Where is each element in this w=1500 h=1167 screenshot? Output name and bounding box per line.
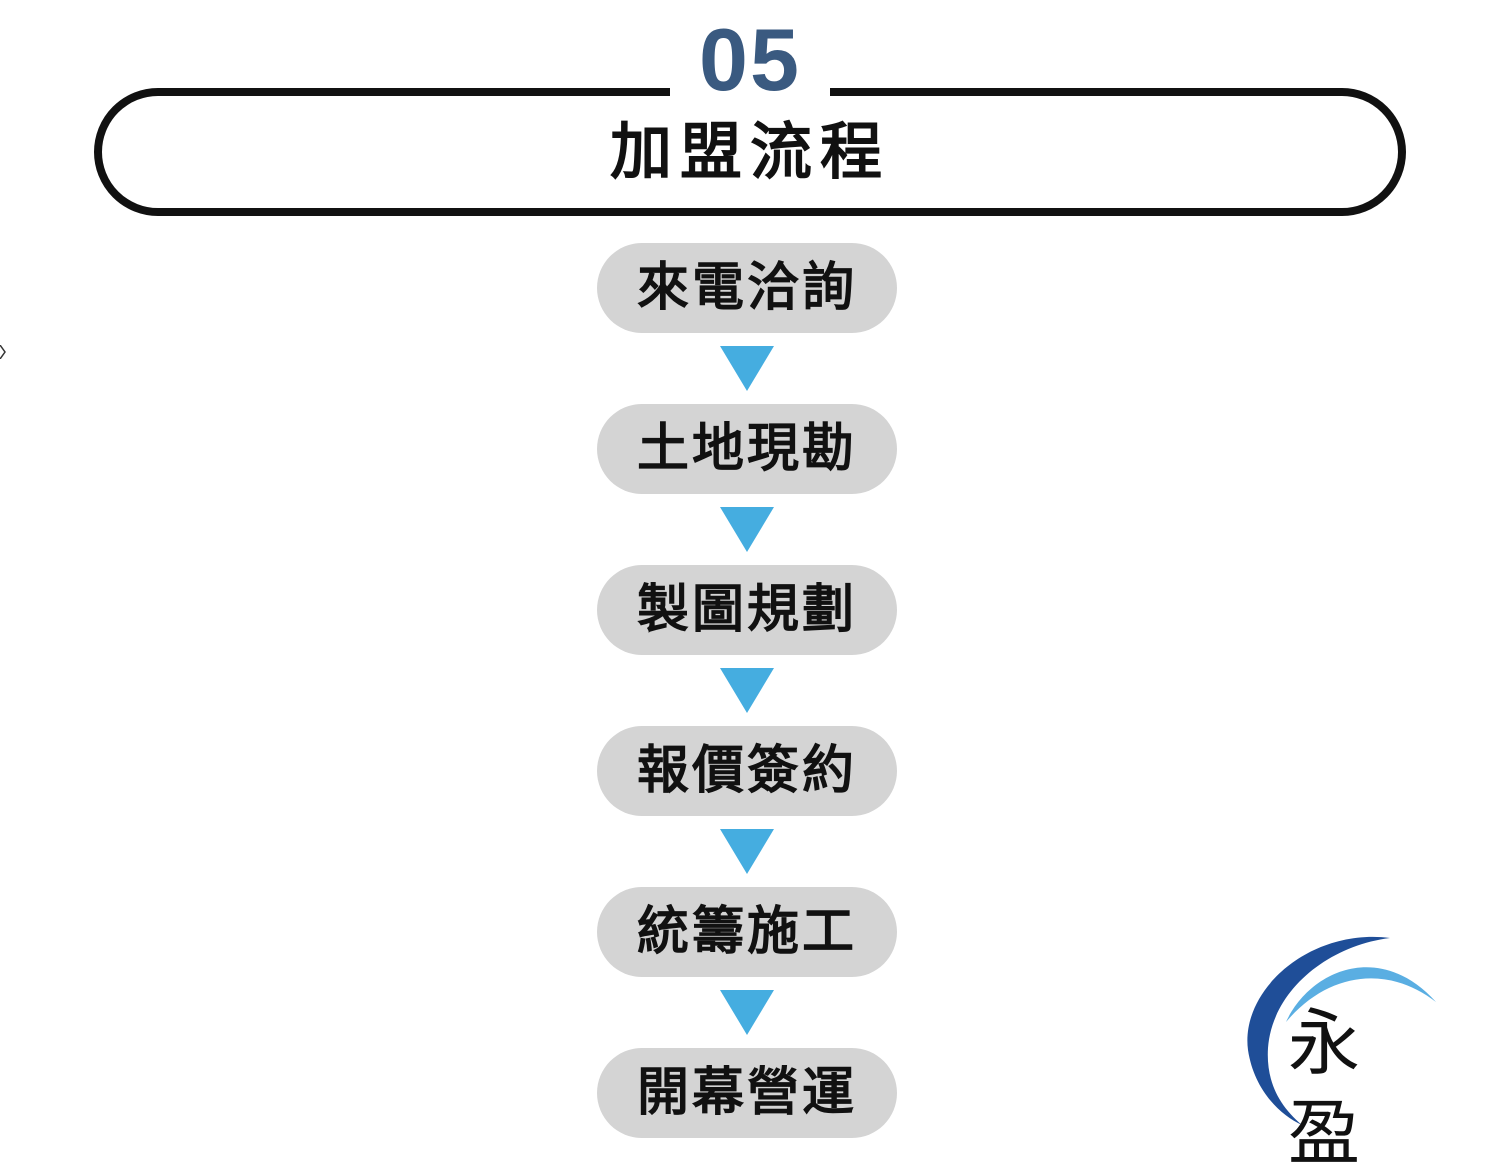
down-arrow-icon: [720, 346, 774, 391]
down-arrow-icon: [720, 668, 774, 713]
logo-arc-icon: [1247, 936, 1436, 1125]
step-site-survey: 土地現勘: [597, 404, 897, 494]
step-quote-contract: 報價簽約: [597, 726, 897, 816]
down-arrow-icon: [720, 990, 774, 1035]
process-flow: 來電洽詢 土地現勘 製圖規劃 報價簽約 統籌施工 開幕營運: [597, 243, 897, 1138]
down-arrow-icon: [720, 829, 774, 874]
logo-text: 永盈: [1288, 1001, 1371, 1167]
step-design-planning: 製圖規劃: [597, 565, 897, 655]
step-construction: 統籌施工: [597, 887, 897, 977]
company-logo: 永盈: [1240, 930, 1450, 1167]
step-inquiry: 來電洽詢: [597, 243, 897, 333]
edge-mark: [0, 345, 6, 359]
step-grand-opening: 開幕營運: [597, 1048, 897, 1138]
down-arrow-icon: [720, 507, 774, 552]
page-title: 加盟流程: [609, 115, 890, 188]
section-number: 05: [670, 10, 830, 110]
